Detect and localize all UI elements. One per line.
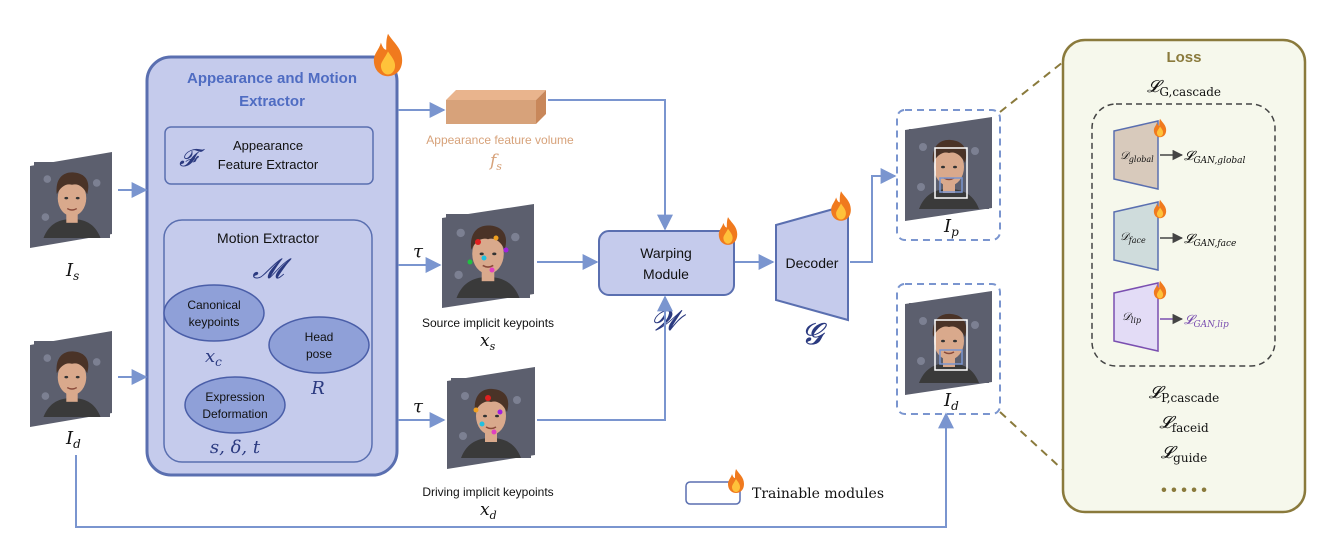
loss-panel: Loss 𝓛G,cascade 𝒟global 𝓛GAN,global 𝒟fac… — [1061, 38, 1307, 514]
driving-image-label: Id — [65, 428, 81, 451]
arrow-driving-to-output — [75, 412, 954, 528]
loss-title: Loss — [1166, 49, 1201, 66]
extractor-title-line2: Extractor — [239, 93, 305, 110]
warping-label-line2: Module — [643, 266, 689, 282]
expression-label-line2: Deformation — [202, 407, 267, 421]
d-global-label: 𝒟global — [1120, 149, 1154, 164]
warping-label-line1: Warping — [640, 245, 692, 261]
canonical-label-line2: keypoints — [189, 315, 240, 329]
warping-symbol: 𝓦 — [651, 304, 686, 337]
d-lip-label: 𝒟lip — [1122, 310, 1141, 325]
predicted-output: Ip — [896, 109, 1001, 241]
source-image-label: Is — [65, 260, 79, 283]
decoder-symbol: 𝓖 — [801, 317, 827, 352]
warping-module: Warping Module 𝓦 — [598, 217, 738, 337]
canonical-label-line1: Canonical — [187, 298, 240, 312]
decoder-flame-icon — [831, 191, 851, 221]
discriminator-group — [1091, 103, 1276, 367]
driving-image: Id — [30, 331, 112, 451]
canonical-keypoints-node — [163, 284, 265, 342]
predicted-output-label: Ip — [943, 216, 959, 239]
source-image: Is — [30, 152, 112, 283]
feature-volume-label: Appearance feature volume — [426, 133, 574, 147]
appearance-motion-extractor: Appearance and Motion Extractor 𝓕 Appear… — [145, 33, 403, 477]
expression-symbol: s, δ, t — [210, 437, 261, 458]
extractor-flame-icon — [373, 33, 403, 77]
source-keypoints-image — [442, 204, 534, 308]
appearance-label-line1: Appearance — [233, 138, 303, 153]
legend-flame-icon — [728, 469, 744, 493]
tau-driving: τ — [413, 396, 424, 417]
driving-output-label: Id — [943, 390, 959, 413]
decoder: Decoder 𝓖 — [775, 191, 851, 352]
motion-extractor-title: Motion Extractor — [217, 230, 319, 246]
driving-output: Id — [896, 283, 1001, 415]
motion-extractor: Motion Extractor 𝓜 Canonical keypoints x… — [163, 219, 373, 463]
tau-source: τ — [413, 241, 424, 262]
loss-connector-top — [999, 61, 1064, 113]
legend-label: Trainable modules — [752, 486, 884, 502]
d-face-label: 𝒟face — [1120, 230, 1146, 245]
driving-keypoints-image — [447, 367, 535, 469]
arrow-volume-to-warping — [548, 99, 673, 231]
feature-volume-symbol: fs — [488, 151, 502, 173]
arrow-driving-keypoints-to-warping — [537, 295, 673, 421]
warping-flame-icon — [718, 217, 738, 245]
driving-keypoints-label: Driving implicit keypoints — [422, 485, 553, 499]
head-label-line1: Head — [305, 330, 334, 344]
appearance-feature-volume: Appearance feature volume fs — [426, 90, 574, 173]
extractor-title-line1: Appearance and Motion — [187, 70, 357, 87]
appearance-feature-extractor: 𝓕 Appearance Feature Extractor — [164, 126, 374, 185]
legend: Trainable modules — [685, 469, 884, 505]
head-pose-node — [268, 316, 370, 374]
loss-ellipsis: • • • • • — [1161, 482, 1207, 499]
head-label-line2: pose — [306, 347, 332, 361]
expression-label-line1: Expression — [205, 390, 264, 404]
face-discriminator: 𝒟face 𝓛GAN,face — [1113, 199, 1236, 271]
loss-connector-bottom — [999, 411, 1064, 471]
canonical-symbol: xc — [205, 346, 222, 369]
source-keypoints-symbol: xs — [480, 331, 496, 353]
source-keypoints-label: Source implicit keypoints — [422, 316, 554, 330]
appearance-label-line2: Feature Extractor — [218, 157, 319, 172]
expression-deformation-node — [184, 376, 286, 434]
driving-keypoints-symbol: xd — [480, 500, 497, 522]
decoder-label: Decoder — [786, 255, 839, 271]
head-pose-symbol: R — [310, 378, 325, 399]
arrow-decoder-to-output — [850, 168, 897, 263]
